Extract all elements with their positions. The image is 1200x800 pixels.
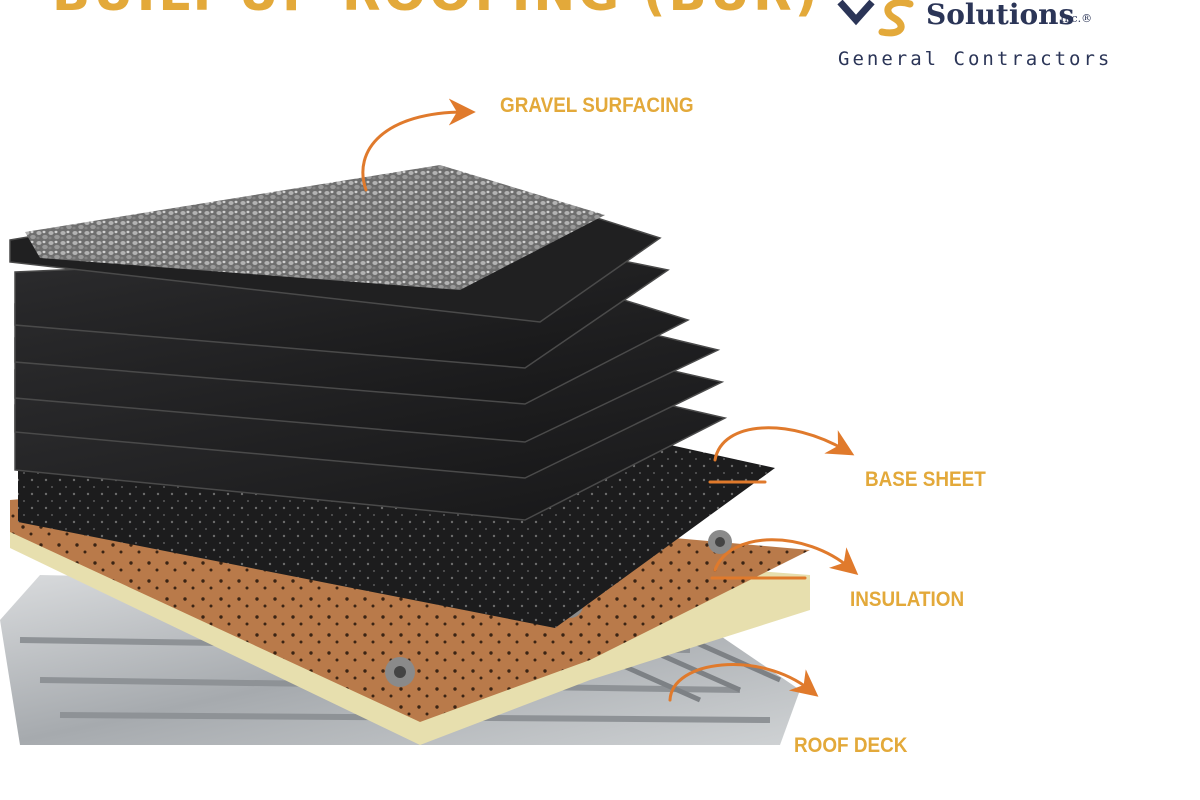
base-sheet-callout-arrow [713, 426, 855, 462]
label-base-sheet: BASE SHEET [865, 468, 986, 491]
gravel-callout-arrow [361, 98, 476, 192]
label-roof-deck: ROOF DECK [794, 734, 908, 757]
roof-deck-callout-arrow [668, 663, 819, 702]
company-logo-icon [837, 0, 914, 37]
label-gravel-surfacing: GRAVEL SURFACING [500, 94, 694, 117]
gravel-surfacing-layer [9, 165, 662, 323]
insulation-callout-arrow [713, 538, 859, 575]
label-insulation: INSULATION [850, 588, 965, 611]
logo-suffix: Inc.® [1060, 12, 1093, 25]
ply-sheets [14, 247, 728, 521]
logo-name: Solutions [926, 0, 1075, 31]
logo-tagline: General Contractors [838, 48, 1113, 70]
page-title: BUILT-UP ROOFING (BUR) [52, 0, 821, 22]
